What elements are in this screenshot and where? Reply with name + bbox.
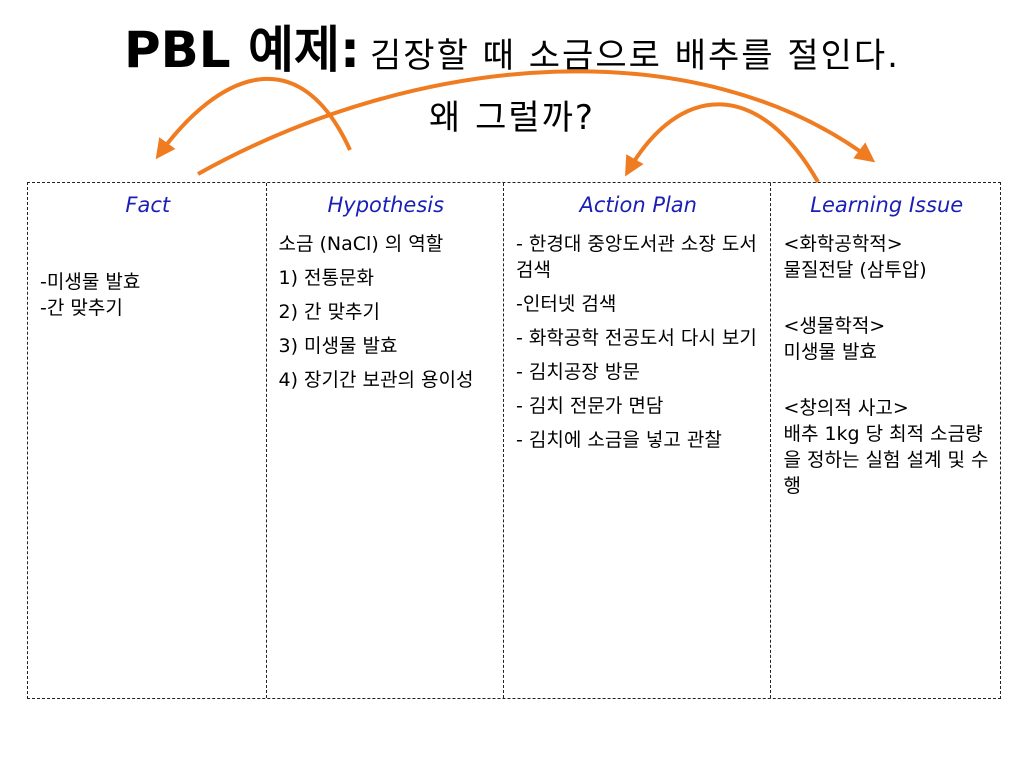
- spacer: [783, 365, 990, 395]
- learning-issue-category: <화학공학적>: [783, 233, 903, 255]
- column-learning-issue: Learning Issue <화학공학적> 물질전달 (삼투압) <생물학적>…: [771, 183, 1000, 698]
- column-body-fact: -미생물 발효 -간 맞추기: [40, 231, 256, 321]
- learning-issue-item: 물질전달 (삼투압): [783, 259, 927, 281]
- column-hypothesis: Hypothesis 소금 (NaCl) 의 역할 1) 전통문화 2) 간 맞…: [267, 183, 505, 698]
- pbl-table: Fact -미생물 발효 -간 맞추기 Hypothesis 소금 (NaCl)…: [27, 182, 1001, 699]
- column-body-learning-issue: <화학공학적> 물질전달 (삼투압) <생물학적> 미생물 발효 <창의적 사고…: [783, 231, 990, 499]
- title-main: PBL 예제:: [124, 21, 361, 79]
- column-action-plan: Action Plan - 한경대 중앙도서관 소장 도서 검색 -인터넷 검색…: [504, 183, 772, 698]
- spacer: [783, 283, 990, 313]
- action-plan-item: -인터넷 검색: [516, 293, 617, 315]
- hypothesis-item: 2) 간 맞추기: [278, 301, 381, 323]
- title-line-2: 왜 그럴까?: [429, 98, 595, 138]
- learning-issue-category: <생물학적>: [783, 315, 886, 337]
- column-header-fact: Fact: [125, 193, 171, 217]
- column-header-action-plan: Action Plan: [579, 193, 698, 217]
- action-plan-item: - 한경대 중앙도서관 소장 도서 검색: [516, 233, 757, 281]
- fact-item: -간 맞추기: [40, 297, 123, 319]
- hypothesis-item: 4) 장기간 보관의 용이성: [278, 369, 474, 391]
- action-plan-item: - 김치공장 방문: [516, 361, 640, 383]
- hypothesis-item: 3) 미생물 발효: [278, 335, 398, 357]
- column-body-action-plan: - 한경대 중앙도서관 소장 도서 검색 -인터넷 검색 - 화학공학 전공도서…: [516, 231, 760, 453]
- title-sub: 김장할 때 소금으로 배추를 절인다.: [370, 36, 900, 76]
- column-body-hypothesis: 소금 (NaCl) 의 역할 1) 전통문화 2) 간 맞추기 3) 미생물 발…: [279, 231, 494, 393]
- action-plan-item: - 화학공학 전공도서 다시 보기: [516, 327, 757, 349]
- column-header-learning-issue: Learning Issue: [810, 193, 964, 217]
- action-plan-item: - 김치 전문가 면담: [516, 395, 664, 417]
- hypothesis-item: 1) 전통문화: [278, 267, 374, 289]
- action-plan-item: - 김치에 소금을 넣고 관찰: [516, 429, 722, 451]
- column-fact: Fact -미생물 발효 -간 맞추기: [28, 183, 267, 698]
- column-header-hypothesis: Hypothesis: [327, 193, 445, 217]
- title-line-1: PBL 예제:김장할 때 소금으로 배추를 절인다.: [20, 14, 1004, 98]
- fact-item: -미생물 발효: [40, 271, 141, 293]
- learning-issue-item: 배추 1kg 당 최적 소금량을 정하는 실험 설계 및 수행: [783, 423, 989, 497]
- hypothesis-item: 소금 (NaCl) 의 역할: [278, 233, 444, 255]
- spacer: [40, 231, 256, 269]
- learning-issue-category: <창의적 사고>: [783, 397, 909, 419]
- slide-title: PBL 예제:김장할 때 소금으로 배추를 절인다. 왜 그럴까?: [20, 14, 1004, 138]
- learning-issue-item: 미생물 발효: [783, 341, 877, 363]
